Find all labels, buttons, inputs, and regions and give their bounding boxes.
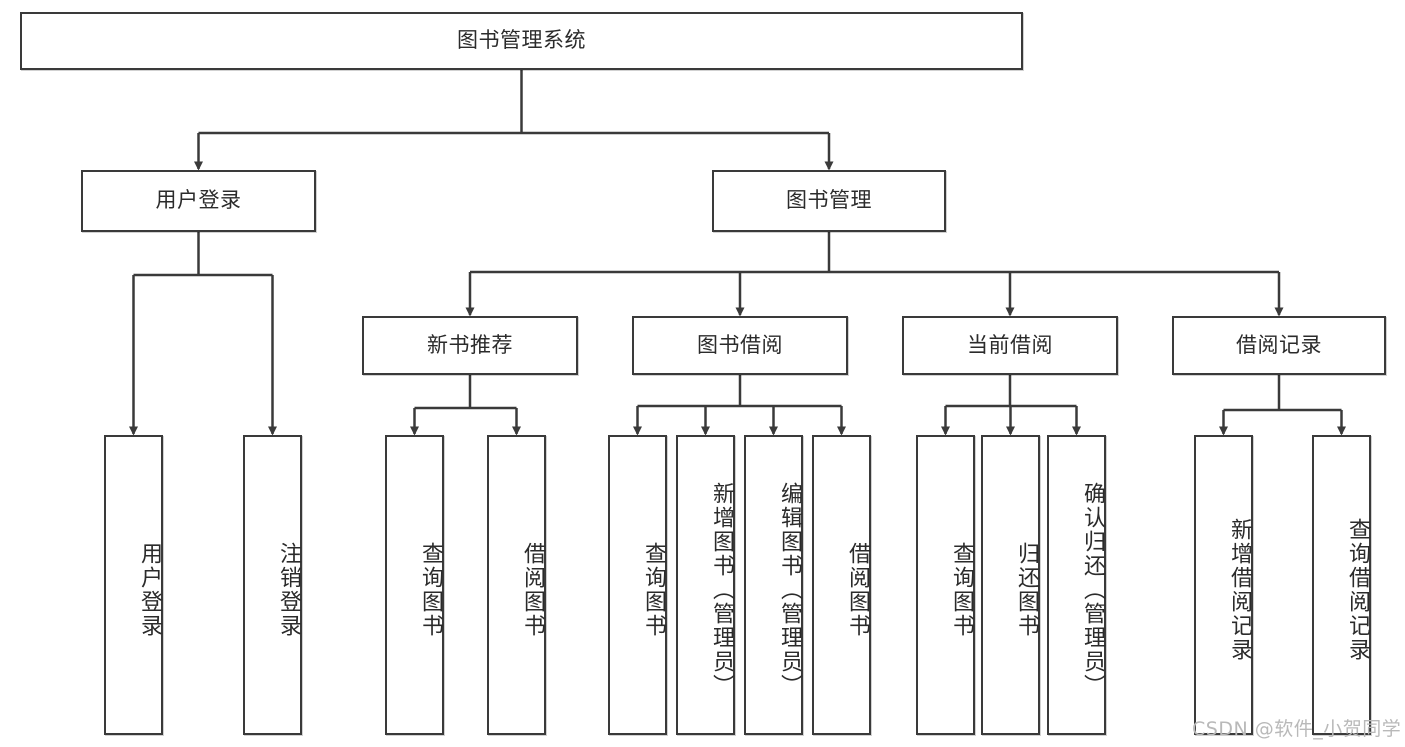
- node-label: 注销登录: [276, 542, 301, 638]
- node-leaf-br-add[interactable]: 新增图书（管理员）: [676, 435, 735, 735]
- node-label: 查询图书: [949, 542, 974, 638]
- node-records[interactable]: 借阅记录: [1172, 316, 1386, 375]
- node-root[interactable]: 图书管理系统: [20, 12, 1023, 70]
- node-leaf-nb-query[interactable]: 查询图书: [385, 435, 444, 735]
- csdn-watermark: CSDN @软件_小贺同学: [1192, 718, 1402, 740]
- node-leaf-user-login[interactable]: 用户登录: [104, 435, 163, 735]
- node-label: 新书推荐: [427, 332, 513, 357]
- node-label: 查询图书: [641, 542, 666, 638]
- node-label: 确认归还（管理员）: [1080, 482, 1105, 698]
- node-label: 图书管理: [786, 188, 872, 213]
- node-label: 归还图书: [1014, 542, 1039, 638]
- node-bookmgmt[interactable]: 图书管理: [712, 170, 946, 232]
- node-current[interactable]: 当前借阅: [902, 316, 1118, 375]
- node-label: 查询图书: [418, 542, 443, 638]
- edges-group: [129, 70, 1346, 436]
- node-label: 图书借阅: [697, 332, 783, 357]
- node-label: 新增借阅记录: [1227, 518, 1252, 662]
- node-label: 借阅记录: [1236, 332, 1322, 357]
- node-label: 借阅图书: [845, 542, 870, 638]
- node-leaf-nb-borrow[interactable]: 借阅图书: [487, 435, 546, 735]
- node-leaf-rc-query[interactable]: 查询借阅记录: [1312, 435, 1371, 735]
- node-borrow[interactable]: 图书借阅: [632, 316, 848, 375]
- node-leaf-cu-confirm[interactable]: 确认归还（管理员）: [1047, 435, 1106, 735]
- node-label: 用户登录: [155, 188, 242, 213]
- node-leaf-user-logout[interactable]: 注销登录: [243, 435, 302, 735]
- node-leaf-br-borrow[interactable]: 借阅图书: [812, 435, 871, 735]
- node-label: 编辑图书（管理员）: [777, 482, 802, 698]
- node-leaf-br-edit[interactable]: 编辑图书（管理员）: [744, 435, 803, 735]
- node-label: 新增图书（管理员）: [709, 482, 734, 698]
- node-label: 图书管理系统: [457, 28, 586, 53]
- node-label: 当前借阅: [967, 332, 1053, 357]
- node-leaf-br-query[interactable]: 查询图书: [608, 435, 667, 735]
- node-label: 查询借阅记录: [1345, 518, 1370, 662]
- node-label: 借阅图书: [520, 542, 545, 638]
- node-login[interactable]: 用户登录: [81, 170, 316, 232]
- node-leaf-cu-query[interactable]: 查询图书: [916, 435, 975, 735]
- node-label: 用户登录: [137, 542, 162, 638]
- node-newbook[interactable]: 新书推荐: [362, 316, 578, 375]
- node-leaf-cu-return[interactable]: 归还图书: [981, 435, 1040, 735]
- node-leaf-rc-add[interactable]: 新增借阅记录: [1194, 435, 1253, 735]
